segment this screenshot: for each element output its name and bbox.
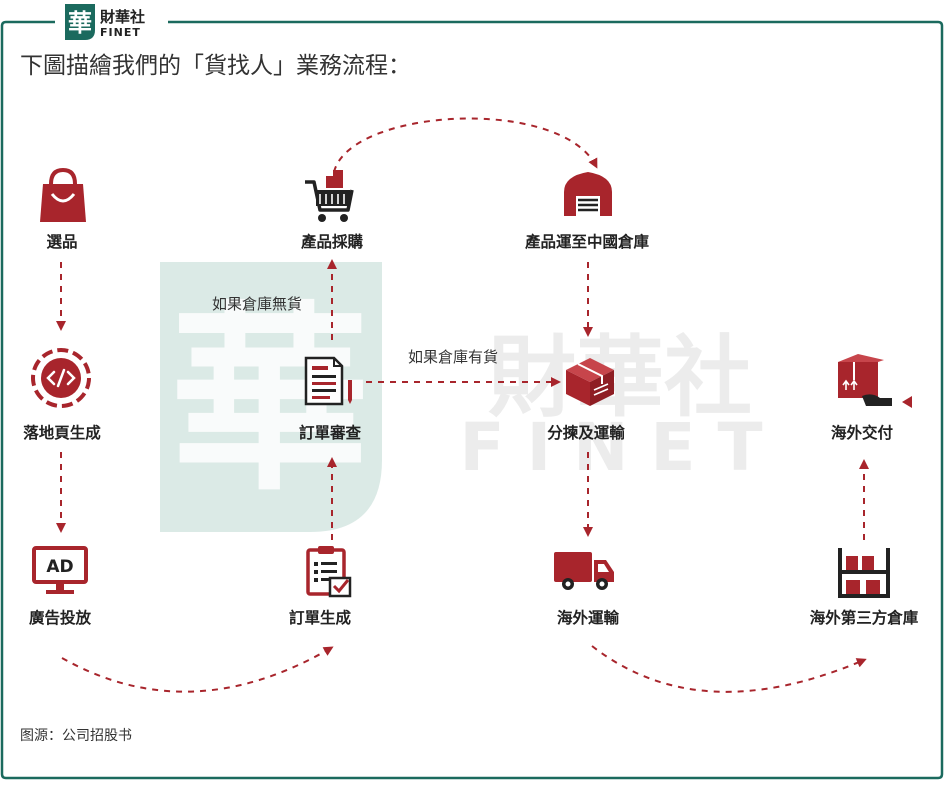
node-order: 訂單生成 [289, 546, 352, 627]
edge-overseas-thirdparty [591, 645, 867, 693]
node-label-third-party: 海外第三方倉庫 [810, 608, 919, 627]
page-title: 下圖描繪我們的「貨找人」業務流程： [20, 53, 411, 79]
node-label-review: 訂單審查 [299, 423, 362, 442]
svg-text:華: 華 [68, 8, 92, 37]
svg-text:AD: AD [46, 557, 73, 577]
delivery-truck-icon [554, 552, 614, 590]
code-gear-icon [31, 348, 91, 408]
node-third-party: 海外第三方倉庫 [810, 548, 919, 627]
node-label-overseas-ship: 海外運輸 [557, 608, 620, 627]
delivery-pointer-icon [902, 396, 912, 408]
document-pen-icon [304, 356, 352, 406]
edge-label-no-stock: 如果倉庫無貨 [212, 295, 302, 313]
node-review: 訂單審查 [299, 356, 362, 442]
ad-monitor-icon: AD [32, 546, 88, 594]
node-label-purchase: 產品採購 [301, 232, 364, 251]
watermark-brand-en: FINET [460, 409, 785, 486]
edge-label-in-stock: 如果倉庫有貨 [408, 348, 498, 366]
node-sort: 分揀及運輸 [547, 358, 625, 442]
warehouse-icon [564, 172, 612, 216]
frame-border [0, 20, 944, 780]
node-label-deliver: 海外交付 [831, 423, 894, 442]
node-label-sort: 分揀及運輸 [547, 423, 625, 442]
node-select: 選品 [40, 167, 86, 251]
box-delivery-icon [838, 354, 892, 406]
node-ship-cn: 產品運至中國倉庫 [525, 172, 650, 251]
watermark-brand-cn: 財華社 [488, 326, 752, 429]
node-ads: AD 廣告投放 [29, 546, 92, 627]
node-overseas-ship: 海外運輸 [554, 552, 619, 627]
storage-shelves-icon [838, 548, 890, 598]
watermark: 華 財華社 FINET [160, 262, 785, 532]
edge-ads-order [61, 646, 334, 693]
brand-en: FINET [100, 26, 141, 39]
shopping-bag-icon [40, 167, 86, 222]
node-deliver: 海外交付 [831, 354, 894, 442]
brand-cn: 財華社 [99, 8, 145, 26]
node-label-ads: 廣告投放 [29, 608, 92, 627]
clipboard-check-icon [306, 546, 352, 598]
shopping-cart-icon [305, 170, 354, 222]
node-purchase: 產品採購 [301, 170, 364, 251]
brand-logo-icon: 華 [65, 4, 95, 40]
parcel-box-icon [566, 358, 614, 406]
node-landing: 落地頁生成 [23, 348, 101, 442]
flow-connectors [56, 117, 869, 693]
node-label-select: 選品 [46, 232, 77, 251]
edge-purchase-warehouse [333, 117, 598, 173]
header-brand: 華 財華社 FINET [65, 4, 145, 40]
node-label-order: 訂單生成 [289, 608, 352, 627]
node-label-ship-cn: 產品運至中國倉庫 [525, 232, 650, 251]
source-note: 图源：公司招股书 [20, 728, 132, 744]
node-label-landing: 落地頁生成 [23, 423, 101, 442]
